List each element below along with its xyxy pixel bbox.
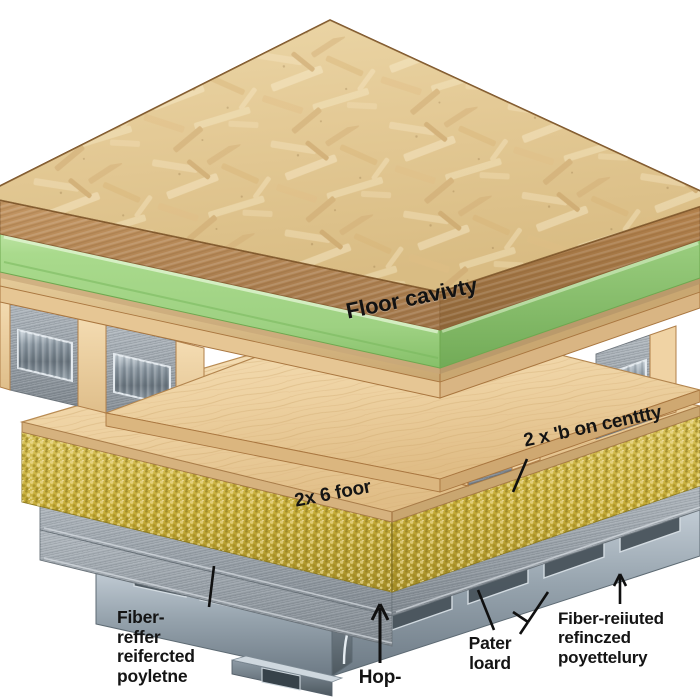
label-left-membrane: Fiber- reffer reifercted poyletne <box>117 607 195 686</box>
label-right-membrane: Fiber-reiiuted refinczed poyettelury <box>558 609 664 667</box>
left-membrane-leader <box>207 565 216 608</box>
hop-arrowhead <box>370 603 390 621</box>
flex-duct-left-a <box>17 328 73 383</box>
panel-board-leader-b <box>526 591 550 623</box>
plywood-web-plane <box>103 309 700 493</box>
flex-duct-left-b <box>113 352 171 407</box>
panel-board-leader-arrowhead <box>512 610 530 635</box>
foam-highlight-right <box>441 241 699 333</box>
joist-cavity-group <box>0 283 700 493</box>
leader-lines <box>207 458 628 663</box>
joist-spacing-leader <box>511 458 529 493</box>
metal-base-front-flange-top <box>231 655 344 683</box>
foam-highlight-left <box>3 233 439 334</box>
panel-board-leader-a <box>476 589 496 631</box>
label-panel-board: Pater loard <box>468 633 512 673</box>
foam-shadow-left <box>3 261 439 359</box>
label-hop: Hop- <box>358 667 402 688</box>
osb-deck-group <box>0 19 700 331</box>
glass-wool-group <box>21 415 700 593</box>
web-front-edge-right <box>439 389 700 493</box>
metal-base-bracket <box>261 667 301 691</box>
right-membrane-arrowhead <box>612 573 628 587</box>
